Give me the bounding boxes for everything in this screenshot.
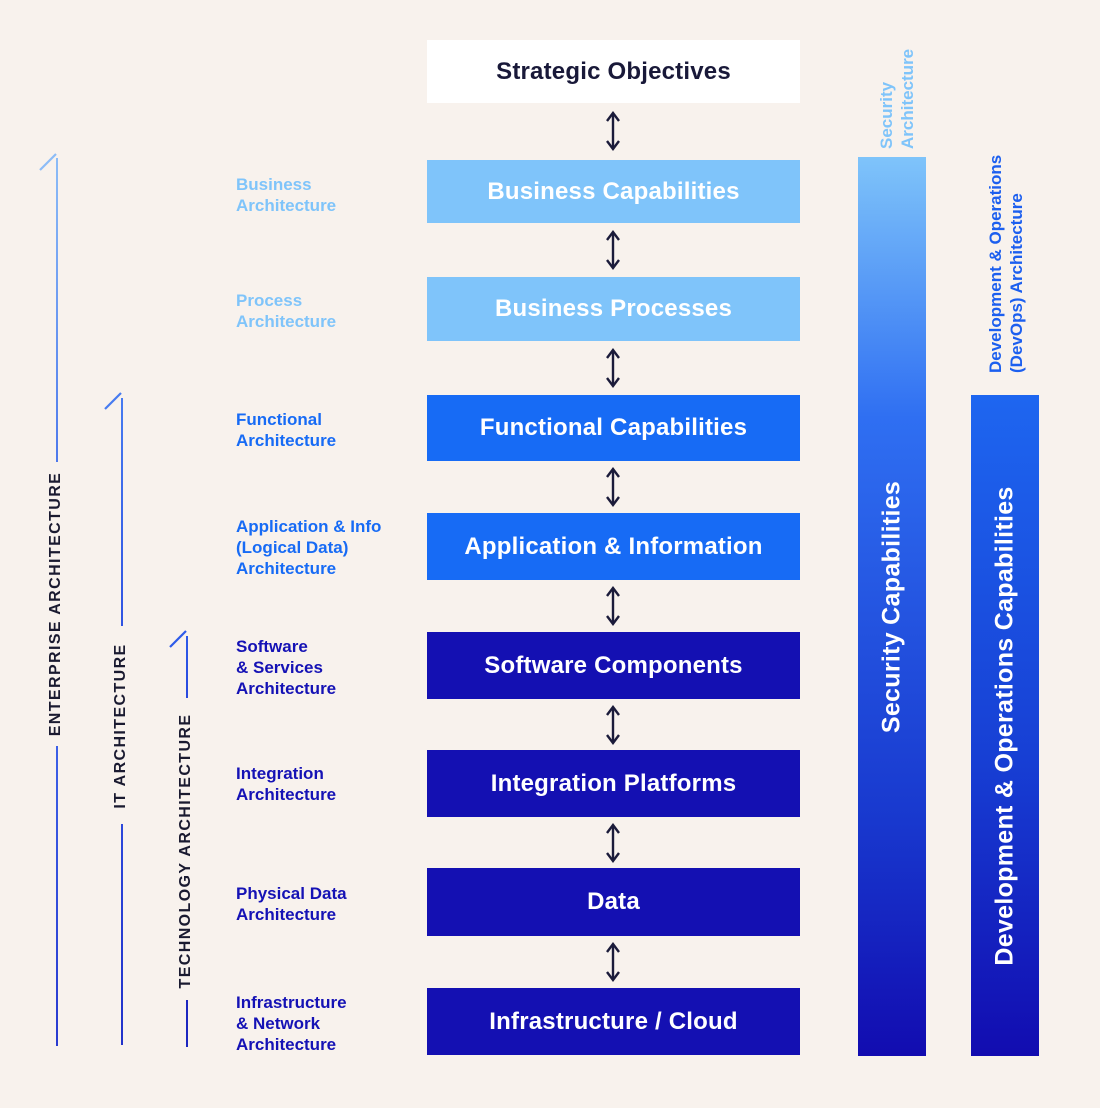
double-arrow-icon xyxy=(606,111,620,151)
double-arrow-icon xyxy=(606,823,620,863)
devops-architecture-label: Development & Operations (DevOps) Archit… xyxy=(986,154,1026,373)
box-software-components: Software Components xyxy=(427,632,800,699)
layer-label-physical-data-architecture: Physical Data Architecture xyxy=(236,884,347,924)
security-capabilities-bar-label: Security Capabilities xyxy=(877,480,906,733)
layer-label-process-architecture: Process Architecture xyxy=(236,291,337,331)
box-label: Infrastructure / Cloud xyxy=(489,1007,738,1035)
it-rail-line-bottom xyxy=(121,824,123,1045)
it-rail-line-top xyxy=(121,398,123,626)
devops-capabilities-bar: Development & Operations Capabilities xyxy=(971,395,1039,1056)
box-label: Functional Capabilities xyxy=(479,414,748,441)
enterprise-rail-line-top xyxy=(56,158,58,462)
layer-label-infrastructure-network-architecture: Infrastructure & Network Architecture xyxy=(236,993,347,1054)
layer-label-software-services-architecture: Software & Services Architecture xyxy=(236,637,337,698)
enterprise-rail-line-bottom xyxy=(56,746,58,1046)
box-label: Business Processes xyxy=(494,295,733,322)
technology-rail-line-top xyxy=(186,636,188,698)
double-arrow-icon xyxy=(606,705,620,745)
it-architecture-rail-label: IT ARCHITECTURE xyxy=(112,643,129,809)
security-architecture-label: Security Architecture xyxy=(877,48,917,149)
box-business-capabilities: Business Capabilities xyxy=(427,160,800,223)
box-label: Business Capabilities xyxy=(487,177,740,205)
box-data: Data xyxy=(427,868,800,936)
technology-rail-arrow-icon xyxy=(169,630,187,648)
box-strategic-objectives: Strategic Objectives xyxy=(427,40,800,103)
double-arrow-icon xyxy=(606,230,620,270)
box-application-information: Application & Information xyxy=(427,513,800,580)
box-integration-platforms: Integration Platforms xyxy=(427,750,800,817)
security-capabilities-bar: Security Capabilities xyxy=(858,157,926,1056)
layer-label-application-info-architecture: Application & Info (Logical Data) Archit… xyxy=(236,517,382,578)
box-label: Software Components xyxy=(484,651,743,679)
box-label: Application & Information xyxy=(464,532,763,560)
enterprise-rail-arrow-icon xyxy=(39,153,57,171)
box-functional-capabilities: Functional Capabilities xyxy=(427,395,800,461)
layer-label-functional-architecture: Functional Architecture xyxy=(236,410,337,450)
enterprise-architecture-rail-label: ENTERPRISE ARCHITECTURE xyxy=(47,471,64,737)
it-rail-arrow-icon xyxy=(104,392,122,410)
double-arrow-icon xyxy=(606,467,620,507)
double-arrow-icon xyxy=(606,942,620,982)
double-arrow-icon xyxy=(606,348,620,388)
devops-capabilities-bar-label: Development & Operations Capabilities xyxy=(990,485,1019,966)
technology-architecture-rail-label: TECHNOLOGY ARCHITECTURE xyxy=(177,713,194,989)
box-business-processes: Business Processes xyxy=(427,277,800,341)
layer-label-integration-architecture: Integration Architecture xyxy=(236,764,337,804)
box-label: Integration Platforms xyxy=(490,769,737,797)
layer-label-business-architecture: Business Architecture xyxy=(236,175,337,215)
technology-rail-line-bottom xyxy=(186,1000,188,1047)
box-infrastructure-cloud: Infrastructure / Cloud xyxy=(427,988,800,1055)
double-arrow-icon xyxy=(606,586,620,626)
box-label: Strategic Objectives xyxy=(496,57,731,85)
box-label: Data xyxy=(587,888,640,915)
